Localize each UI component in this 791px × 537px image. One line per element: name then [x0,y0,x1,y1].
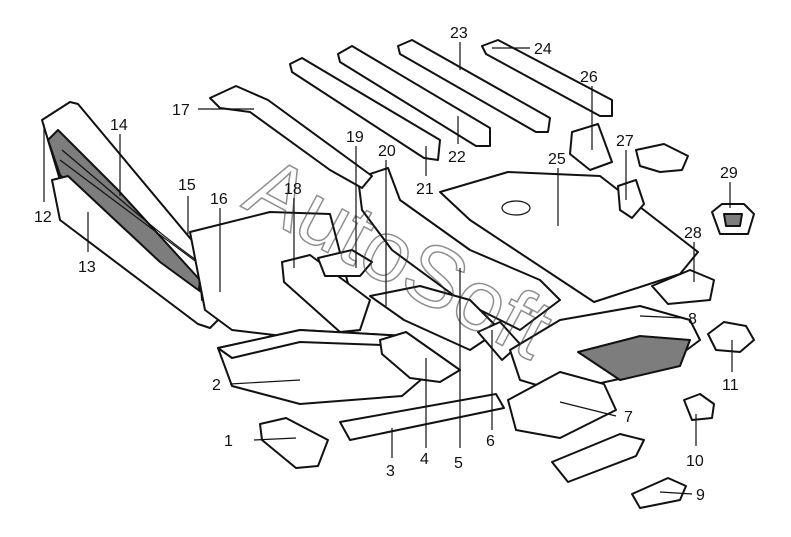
callout-18: 18 [284,181,302,198]
parts-layer [41,39,755,509]
part-8-rear-member-shadow [577,335,691,381]
callout-29: 29 [720,165,738,182]
callout-21: 21 [416,181,434,198]
part-10-clip [683,393,715,421]
leader-8 [639,315,685,319]
part-23-rail [397,39,551,133]
part-18-crossmember [281,254,371,333]
part-rear-lower-rail [551,433,645,483]
callout-23: 23 [450,25,468,42]
leader-2 [229,379,301,385]
callout-6: 6 [486,433,495,450]
part-3-sill-plate [339,393,505,441]
callout-14: 14 [110,117,128,134]
part-left-sill-strip [59,159,211,273]
part-11-dome [707,321,755,353]
part-27-lower-bracket [617,179,645,219]
callout-25: 25 [548,151,566,168]
callout-19: 19 [346,129,364,146]
part-1-bracket [259,417,329,469]
part-26-plate [569,123,613,171]
part-27-bracket [635,143,689,173]
part-left-sill-strip-2 [61,149,209,269]
callout-4: 4 [420,451,429,468]
part-20-upper-tunnel [357,167,561,331]
callout-2: 2 [212,377,221,394]
callout-11: 11 [722,377,739,394]
part-21-rail [289,57,441,161]
leader-1 [253,437,297,441]
callout-8: 8 [688,311,697,328]
callout-28: 28 [684,225,702,242]
callout-26: 26 [580,69,598,86]
callout-9: 9 [696,487,705,504]
callout-15: 15 [178,177,196,194]
part-24-rail [481,39,613,117]
part-28-plate [651,269,715,305]
callout-20: 20 [378,143,396,160]
part-29-cup-inner [723,213,743,227]
part-7-rear-floor [507,371,617,439]
callout-24: 24 [534,41,552,58]
callout-labels: 1 2 3 4 5 6 7 8 9 10 11 12 13 14 15 16 1… [34,25,739,504]
part-25-plug-hole [501,200,531,216]
callout-27: 27 [616,133,634,150]
callout-5: 5 [454,455,463,472]
callout-10: 10 [686,453,704,470]
leader-9 [659,491,693,495]
part-4-tunnel-plate [379,331,461,383]
leader-7 [559,401,617,417]
callout-12: 12 [34,209,52,226]
callout-22: 22 [448,149,466,166]
callout-16: 16 [210,191,228,208]
callout-3: 3 [386,463,395,480]
leader-lines [43,42,733,495]
callout-17: 17 [172,102,190,119]
callout-1: 1 [224,433,233,450]
callout-7: 7 [624,409,633,426]
part-22-rail [337,45,491,147]
part-19-bracket [317,249,373,277]
callout-13: 13 [78,259,96,276]
